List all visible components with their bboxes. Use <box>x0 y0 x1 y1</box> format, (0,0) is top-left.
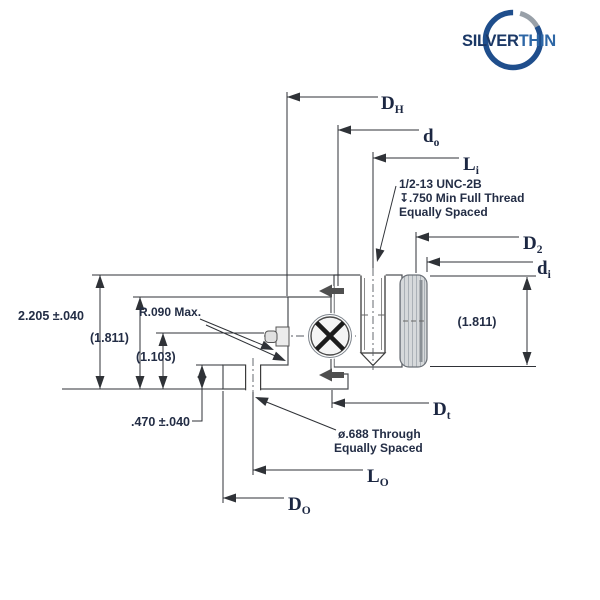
dim-label-grease-height: (1.103) <box>136 350 176 364</box>
note-thread: 1/2-13 UNC-2B ↧.750 Min Full Thread Equa… <box>372 177 524 264</box>
dim-label-overall-height: 2.205 ±.040 <box>18 309 84 323</box>
note-thread-line2: ↧.750 Min Full Thread <box>399 191 524 205</box>
dim-lo: LO <box>252 392 389 489</box>
tapped-hole <box>359 268 387 370</box>
note-thread-line3: Equally Spaced <box>399 205 488 219</box>
grease-fitting <box>264 326 290 347</box>
note-hole-line1: ø.688 Through <box>338 427 421 441</box>
dim-label-ring-height-right: (1.811) <box>458 315 497 329</box>
dim-do-bottom: DO <box>222 391 311 517</box>
note-hole: ø.688 Through Equally Spaced <box>253 392 423 455</box>
note-radius-text: R.090 Max. <box>139 305 201 319</box>
logo-blue-ring-icon <box>482 9 544 71</box>
ball-cross-icon <box>315 321 345 351</box>
brand-logo: SILVERTHIN <box>462 9 556 71</box>
dim-label-dt: Dt <box>433 399 451 422</box>
dim-flange-thickness: .470 ±.040 <box>131 364 223 429</box>
dim-dh: DH <box>286 92 404 296</box>
dim-d2: D2 <box>415 232 543 273</box>
dimension-annotations: DH do Li D2 di <box>18 92 552 517</box>
top-seal-icon <box>319 284 344 298</box>
dim-label-dh: DH <box>381 93 404 116</box>
bearing-cross-section <box>222 268 428 398</box>
note-thread-line1: 1/2-13 UNC-2B <box>399 177 482 191</box>
dim-dt: Dt <box>331 390 451 422</box>
dim-overall-height: 2.205 ±.040 <box>18 274 340 390</box>
bottom-seal-icon <box>319 368 344 382</box>
dim-label-flange-thickness: .470 ±.040 <box>131 415 190 429</box>
logo-wordmark: SILVERTHIN <box>462 32 556 50</box>
dim-label-do-top: do <box>423 126 440 149</box>
dim-label-li: Li <box>463 154 480 177</box>
dim-label-d2: D2 <box>523 233 543 256</box>
dim-ring-height-right: (1.811) <box>430 275 536 367</box>
dim-label-ring-height-left: (1.811) <box>90 331 129 345</box>
dim-label-do-bottom: DO <box>288 494 311 517</box>
dim-grease-height: (1.103) <box>136 332 264 389</box>
flange-through-hole <box>245 358 262 398</box>
note-hole-line2: Equally Spaced <box>334 441 423 455</box>
dim-label-di: di <box>537 258 552 281</box>
dim-di: di <box>426 257 552 281</box>
note-radius: R.090 Max. <box>139 305 288 366</box>
dim-ring-height-left: (1.811) <box>90 296 288 389</box>
dim-label-lo: LO <box>367 466 389 489</box>
leader-notes: 1/2-13 UNC-2B ↧.750 Min Full Thread Equa… <box>139 177 524 455</box>
dim-li: Li <box>372 152 480 268</box>
dim-do-top: do <box>337 125 440 286</box>
